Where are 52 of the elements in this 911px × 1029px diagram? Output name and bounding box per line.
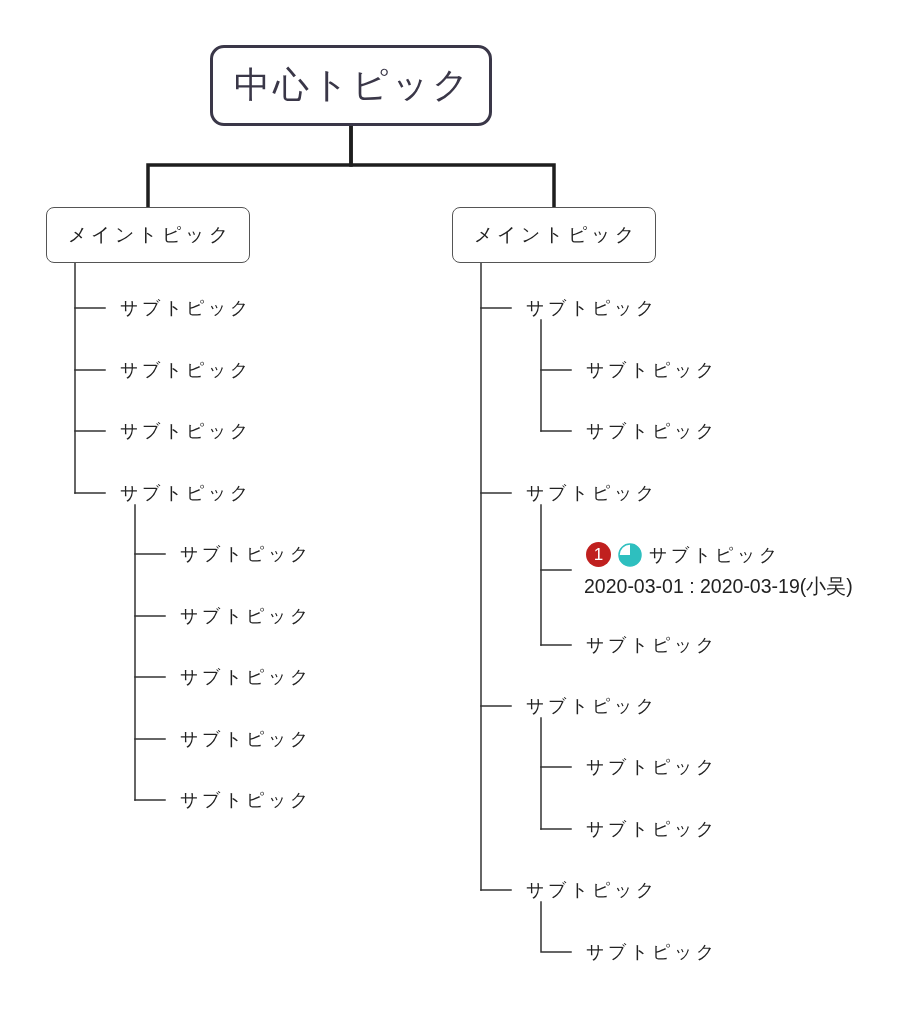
- subtopic-text: サブトピック: [511, 878, 658, 902]
- connector-line: [349, 124, 556, 209]
- subtopic-text: サブトピック: [511, 296, 658, 320]
- subtopic-text: サブトピック: [571, 755, 718, 779]
- connector-line: [134, 553, 166, 555]
- subtopic-text: サブトピック: [571, 817, 718, 841]
- connector-line: [540, 430, 572, 432]
- connector-line: [480, 889, 512, 891]
- connector-line: [134, 504, 136, 801]
- connector-line: [540, 644, 572, 646]
- connector-line: [540, 569, 572, 571]
- subtopic-text: サブトピック: [165, 727, 312, 751]
- connector-line: [480, 705, 512, 707]
- connector-line: [540, 766, 572, 768]
- subtopic-text: サブトピック: [105, 481, 252, 505]
- connector-line: [74, 369, 106, 371]
- subtopic-text: サブトピック: [511, 694, 658, 718]
- subtopic-text: サブトピック: [571, 633, 718, 657]
- subtopic-text: サブトピック: [105, 419, 252, 443]
- connector-line: [540, 901, 572, 953]
- connector-line: [74, 492, 106, 494]
- connector-line: [540, 717, 542, 830]
- connector-line: [480, 492, 512, 494]
- connector-line: [134, 799, 166, 801]
- subtopic-text: サブトピック: [165, 542, 312, 566]
- subtopic-text: サブトピック: [511, 481, 658, 505]
- main-topic-box: メイントピック: [46, 207, 250, 263]
- connector-line: [480, 307, 512, 309]
- subtopic-text: サブトピック: [165, 788, 312, 812]
- connector-line: [540, 319, 542, 432]
- subtopic-text: サブトピック: [571, 940, 718, 964]
- connector-line: [540, 828, 572, 830]
- connector-line: [540, 369, 572, 371]
- subtopic-text: サブトピック: [571, 358, 718, 382]
- subtopic-text: サブトピック: [571, 419, 718, 443]
- connector-line: [74, 307, 106, 309]
- connector-line: [134, 738, 166, 740]
- subtopic-text: サブトピック: [165, 665, 312, 689]
- connector-line: [134, 615, 166, 617]
- connector-line: [74, 262, 76, 494]
- subtopic-text: サブトピック: [105, 296, 252, 320]
- central-topic-box: 中心トピック: [210, 45, 492, 126]
- connector-line: [540, 504, 542, 646]
- subtopic-text: サブトピック: [105, 358, 252, 382]
- date-range-text: 2020-03-01 : 2020-03-19(小吴): [584, 575, 853, 597]
- connector-line: [480, 262, 482, 891]
- priority-marker: 1: [586, 542, 611, 567]
- connector-line: [74, 430, 106, 432]
- main-topic-box: メイントピック: [452, 207, 656, 263]
- connector-line: [134, 676, 166, 678]
- subtopic-text: サブトピック: [649, 542, 781, 567]
- subtopic-text: サブトピック: [165, 604, 312, 628]
